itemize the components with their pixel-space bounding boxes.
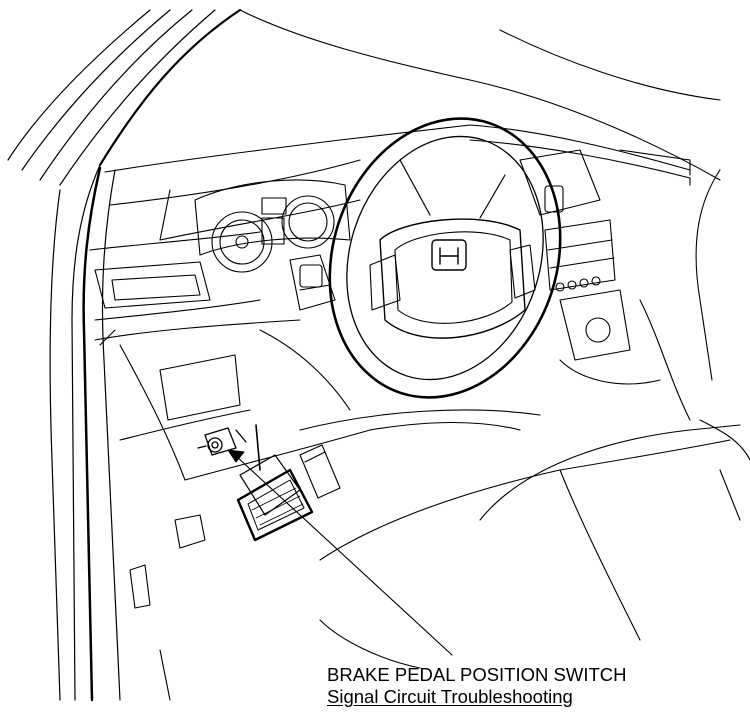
- brake-pedal: [236, 454, 314, 542]
- accelerator-pedal: [299, 444, 341, 499]
- floor-and-seat: [129, 419, 750, 701]
- lower-dash-panel: [119, 329, 541, 481]
- gauge-cluster: [194, 179, 351, 273]
- a-pillar: [7, 8, 242, 702]
- caption-title: BRAKE PEDAL POSITION SWITCH: [327, 664, 627, 685]
- caption-subtitle: Signal Circuit Troubleshooting: [327, 686, 573, 707]
- diagram-caption: BRAKE PEDAL POSITION SWITCH Signal Circu…: [327, 664, 626, 708]
- steering-wheel: [328, 117, 562, 399]
- steering-column: [289, 254, 336, 311]
- callout-arrow: [227, 449, 453, 656]
- brake-pedal-switch-icon: [197, 424, 261, 471]
- center-console: [519, 149, 661, 385]
- windshield-trim: [239, 9, 721, 181]
- honda-logo-icon: [431, 239, 467, 271]
- dashboard: [89, 124, 721, 421]
